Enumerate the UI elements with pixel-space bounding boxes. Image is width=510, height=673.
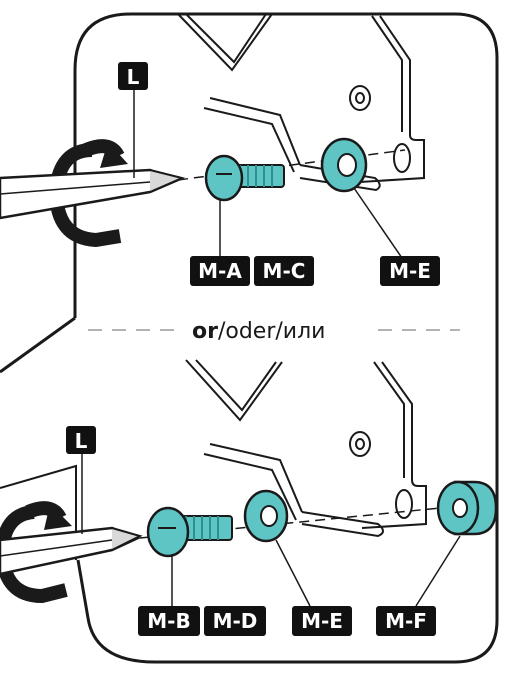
screw-icon — [148, 508, 232, 556]
label-leader-mf — [416, 536, 460, 606]
tool-label-l: L — [118, 62, 148, 90]
label-leader-me-bottom — [276, 540, 310, 606]
separator-text: or/oder/или — [192, 319, 325, 344]
svg-text:M-F: M-F — [385, 609, 427, 633]
label-mc: M-C — [254, 256, 314, 286]
screwdriver-icon — [0, 170, 182, 218]
svg-text:M-E: M-E — [389, 259, 431, 283]
screw-icon — [206, 156, 284, 200]
top-panel: L M-A M-C — [0, 14, 440, 286]
separator: or/oder/или — [88, 319, 460, 344]
svg-text:M-C: M-C — [263, 259, 306, 283]
label-me-bottom: M-E — [292, 606, 352, 636]
label-mb: M-B — [138, 606, 200, 636]
label-ma: M-A — [190, 256, 250, 286]
svg-text:L: L — [75, 429, 88, 453]
tool-label-l: L — [66, 426, 96, 454]
svg-text:M-B: M-B — [147, 609, 190, 633]
label-md: M-D — [204, 606, 266, 636]
label-mf: M-F — [376, 606, 436, 636]
washer-icon — [322, 139, 366, 191]
screwdriver-icon — [0, 528, 140, 574]
washer-icon — [245, 491, 287, 541]
svg-text:M-E: M-E — [301, 609, 343, 633]
label-leader-me-top — [354, 188, 402, 258]
svg-text:M-D: M-D — [213, 609, 258, 633]
svg-text:M-A: M-A — [198, 259, 242, 283]
separator-rest: /oder/или — [218, 319, 326, 344]
spacer-icon — [438, 482, 496, 534]
separator-bold: or — [192, 319, 218, 344]
tool-label-text: L — [127, 65, 140, 89]
label-me-top: M-E — [380, 256, 440, 286]
bottom-panel: L — [0, 360, 496, 636]
panel-frame-left-edge — [0, 318, 75, 372]
